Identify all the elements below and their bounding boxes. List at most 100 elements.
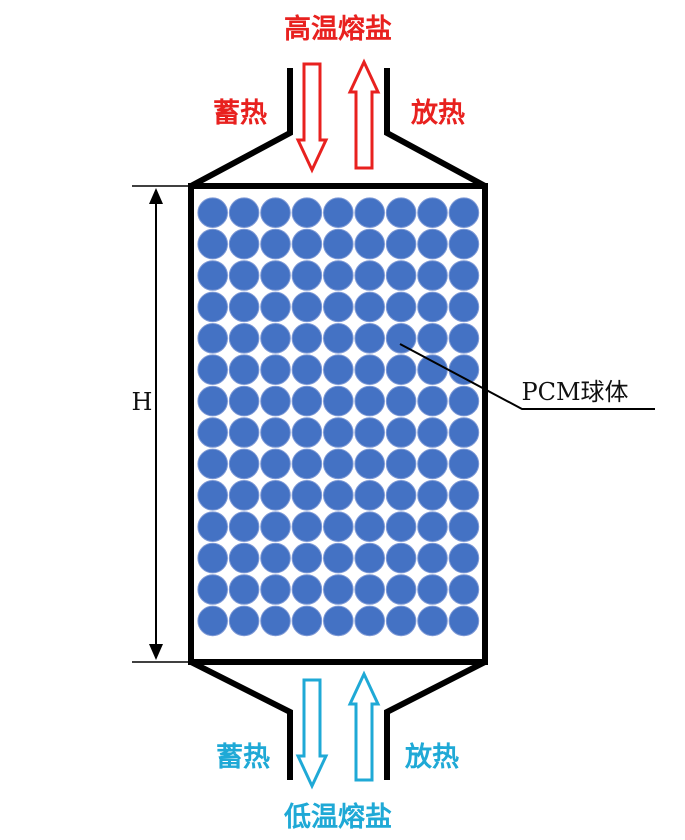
pcm-sphere — [228, 385, 260, 417]
pcm-sphere — [260, 511, 291, 543]
pcm-sphere — [448, 323, 480, 354]
pcm-sphere — [417, 480, 448, 511]
pcm-sphere — [260, 354, 291, 386]
pcm-sphere — [260, 574, 291, 605]
pcm-sphere — [291, 574, 323, 605]
pcm-sphere — [448, 480, 480, 511]
pcm-sphere — [260, 480, 291, 511]
pcm-sphere — [354, 542, 386, 574]
pcm-sphere — [228, 511, 260, 543]
top-down-arrow — [295, 62, 329, 174]
pcm-sphere — [197, 228, 228, 260]
pcm-sphere — [448, 354, 480, 386]
pcm-sphere — [197, 605, 228, 637]
pcm-sphere — [260, 197, 291, 228]
pcm-sphere — [228, 605, 260, 637]
pcm-sphere — [291, 448, 323, 480]
pcm-sphere — [354, 354, 386, 386]
pcm-sphere-grid — [197, 197, 480, 637]
pcm-sphere — [354, 480, 386, 511]
pcm-sphere — [260, 385, 291, 417]
pcm-sphere — [385, 511, 417, 543]
pcm-sphere — [323, 228, 354, 260]
pcm-sphere — [385, 542, 417, 574]
pcm-sphere — [291, 323, 323, 354]
pcm-sphere — [291, 542, 323, 574]
pcm-sphere — [197, 323, 228, 354]
pcm-sphere — [417, 605, 448, 637]
pcm-sphere — [228, 417, 260, 448]
pcm-sphere — [323, 511, 354, 543]
pcm-sphere — [354, 228, 386, 260]
pcm-sphere — [417, 542, 448, 574]
pcm-sphere — [260, 260, 291, 291]
height-arrowhead-top — [149, 188, 163, 204]
pcm-sphere — [291, 197, 323, 228]
pcm-sphere — [323, 197, 354, 228]
pcm-sphere — [228, 354, 260, 386]
pcm-sphere — [448, 291, 480, 323]
pcm-sphere — [260, 605, 291, 637]
top-discharge-label: 放热 — [410, 97, 465, 129]
pcm-sphere — [260, 448, 291, 480]
pcm-sphere — [197, 542, 228, 574]
pcm-sphere — [228, 574, 260, 605]
pcm-sphere — [197, 260, 228, 291]
pcm-sphere — [197, 354, 228, 386]
pcm-sphere — [448, 197, 480, 228]
pcm-sphere — [385, 291, 417, 323]
pcm-sphere — [291, 354, 323, 386]
top-pipe-right-wall — [384, 68, 487, 189]
pcm-sphere — [385, 574, 417, 605]
pcm-sphere — [291, 385, 323, 417]
pcm-sphere — [197, 574, 228, 605]
pcm-sphere — [228, 260, 260, 291]
pcm-sphere — [354, 574, 386, 605]
pcm-sphere — [291, 228, 323, 260]
pcm-sphere — [417, 417, 448, 448]
bottom-pipe-right-wall — [384, 659, 487, 780]
pcm-sphere — [260, 323, 291, 354]
bottom-fluid-label: 低温熔盐 — [283, 801, 392, 833]
pcm-sphere — [417, 574, 448, 605]
pcm-sphere — [385, 228, 417, 260]
pcm-sphere — [448, 542, 480, 574]
pcm-sphere — [417, 291, 448, 323]
pcm-sphere — [354, 385, 386, 417]
pcm-sphere — [448, 385, 480, 417]
pcm-sphere — [354, 260, 386, 291]
pcm-sphere — [385, 385, 417, 417]
pcm-sphere — [323, 385, 354, 417]
pcm-sphere — [228, 542, 260, 574]
pcm-sphere — [291, 605, 323, 637]
pcm-sphere — [448, 574, 480, 605]
pcm-sphere — [448, 448, 480, 480]
bottom-charge-label: 蓄热 — [216, 742, 270, 773]
top-up-arrow — [347, 58, 381, 170]
pcm-sphere — [323, 605, 354, 637]
pcm-sphere — [197, 291, 228, 323]
pcm-sphere — [354, 197, 386, 228]
pcm-sphere — [385, 480, 417, 511]
pcm-sphere — [260, 417, 291, 448]
pcm-sphere — [323, 260, 354, 291]
tank-body — [188, 183, 488, 665]
pcm-sphere — [228, 323, 260, 354]
pcm-sphere — [448, 228, 480, 260]
pcm-sphere — [323, 448, 354, 480]
pcm-sphere — [448, 511, 480, 543]
pcm-sphere — [291, 260, 323, 291]
bottom-up-arrow — [347, 670, 381, 782]
pcm-sphere-label: PCM球体 — [521, 378, 628, 406]
pcm-sphere — [417, 354, 448, 386]
pcm-sphere — [448, 260, 480, 291]
pcm-sphere — [385, 197, 417, 228]
top-pipe-left-wall — [189, 68, 293, 189]
pcm-sphere — [417, 323, 448, 354]
pcm-sphere — [323, 417, 354, 448]
pcm-sphere — [323, 542, 354, 574]
pcm-sphere — [354, 323, 386, 354]
pcm-sphere — [323, 354, 354, 386]
pcm-sphere — [385, 260, 417, 291]
